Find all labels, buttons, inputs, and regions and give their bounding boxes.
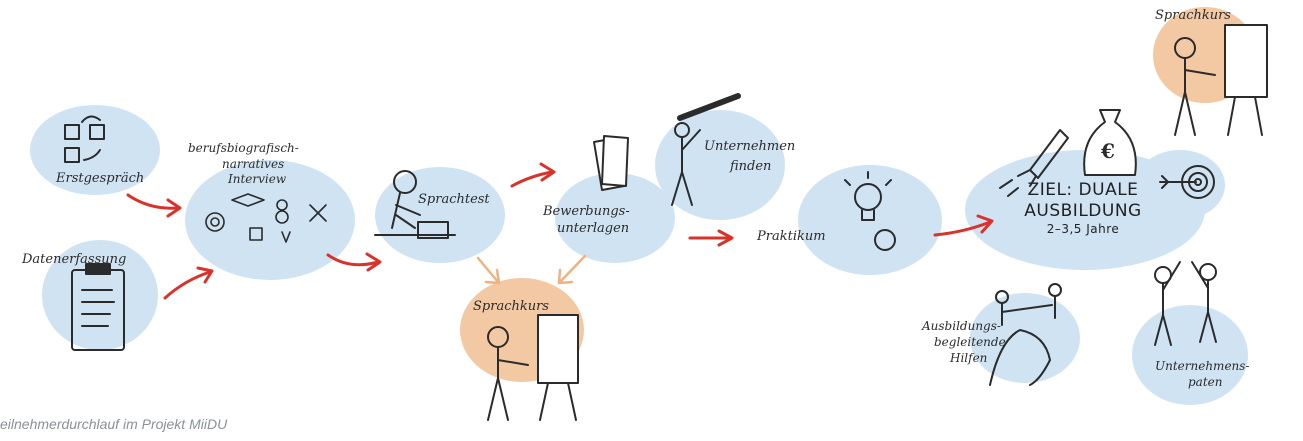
label-paten-2: paten bbox=[1188, 375, 1223, 389]
label-sprachtest: Sprachtest bbox=[418, 192, 490, 207]
label-sprachkurs-top: Sprachkurs bbox=[1155, 8, 1231, 23]
people-icon bbox=[276, 199, 288, 211]
label-bewerbung-1: Bewerbungs- bbox=[543, 204, 630, 219]
orange-arrows bbox=[476, 254, 587, 285]
icons bbox=[64, 24, 1268, 421]
clipboard-icon bbox=[71, 263, 125, 351]
euro-symbol: € bbox=[1101, 139, 1115, 163]
label-hilfen-3: Hilfen bbox=[950, 351, 988, 365]
label-datenerfassung: Datenerfassung bbox=[22, 252, 127, 267]
person-writing-icon bbox=[374, 170, 456, 239]
blob-erstgespraech bbox=[30, 105, 160, 195]
label-praktikum: Praktikum bbox=[757, 229, 826, 244]
target-icon bbox=[205, 212, 225, 232]
interview-icons bbox=[205, 193, 327, 243]
arrow-daten-to-interview bbox=[163, 266, 214, 300]
tools-icon bbox=[309, 204, 327, 222]
label-hilfen-2: begleitende bbox=[934, 335, 1006, 349]
climbing-helpers-icon bbox=[989, 283, 1062, 386]
rocket-icon bbox=[999, 129, 1069, 197]
label-interview-1: berufsbiografisch- bbox=[188, 141, 299, 155]
arrow-praktikum-to-ziel bbox=[933, 214, 994, 237]
lightbulb-icon bbox=[844, 171, 896, 251]
arrow-erst-to-interview bbox=[126, 193, 182, 218]
label-interview-3: Interview bbox=[228, 172, 287, 186]
label-unternehmen-2: finden bbox=[730, 159, 772, 174]
arrow-interview-to-sprachtest bbox=[326, 252, 382, 272]
money-bag-icon bbox=[1083, 109, 1137, 176]
arrow-sprachtest-to-sprachkurs bbox=[476, 256, 501, 285]
label-interview-2: narratives bbox=[222, 157, 285, 171]
squares-icon bbox=[64, 115, 105, 163]
blob-interview bbox=[185, 160, 355, 280]
figure-caption: eilnehmerdurchlauf im Projekt MiiDU bbox=[0, 416, 228, 432]
label-paten-1: Unternehmens- bbox=[1155, 359, 1250, 373]
blob-bewerbung bbox=[555, 173, 675, 263]
teacher-icon-top bbox=[1174, 24, 1268, 136]
documents-icon bbox=[593, 135, 629, 191]
red-arrows bbox=[126, 162, 994, 300]
label-unternehmen-1: Unternehmen bbox=[704, 139, 796, 154]
arrow-sprachtest-to-bewerbung bbox=[510, 162, 556, 188]
label-sprachkurs-bottom: Sprachkurs bbox=[473, 299, 549, 314]
teacher-icon-bottom bbox=[487, 314, 579, 421]
label-ziel-3: 2–3,5 Jahre bbox=[1046, 222, 1120, 236]
lightbulb-small-icon bbox=[281, 231, 291, 243]
arrow-bewerbung-to-sprachkurs bbox=[557, 254, 587, 285]
blob-paten bbox=[1132, 305, 1248, 405]
label-ziel-1: ZIEL: DUALE bbox=[1027, 180, 1139, 200]
label-hilfen-1: Ausbildungs- bbox=[922, 319, 1001, 333]
target-arrow-icon bbox=[1159, 165, 1215, 199]
blob-sprachtest bbox=[375, 167, 505, 263]
graduation-cap-icon bbox=[231, 193, 265, 207]
arrow-bewerbung-to-praktikum bbox=[688, 229, 734, 247]
label-erstgespraech: Erstgespräch bbox=[56, 171, 145, 186]
checkbox-icon bbox=[249, 227, 263, 241]
label-ziel-2: AUSBILDUNG bbox=[1024, 201, 1142, 221]
telescope-person-icon bbox=[671, 93, 741, 206]
label-bewerbung-2: unterlagen bbox=[557, 221, 630, 236]
high-five-icon bbox=[1154, 261, 1217, 346]
